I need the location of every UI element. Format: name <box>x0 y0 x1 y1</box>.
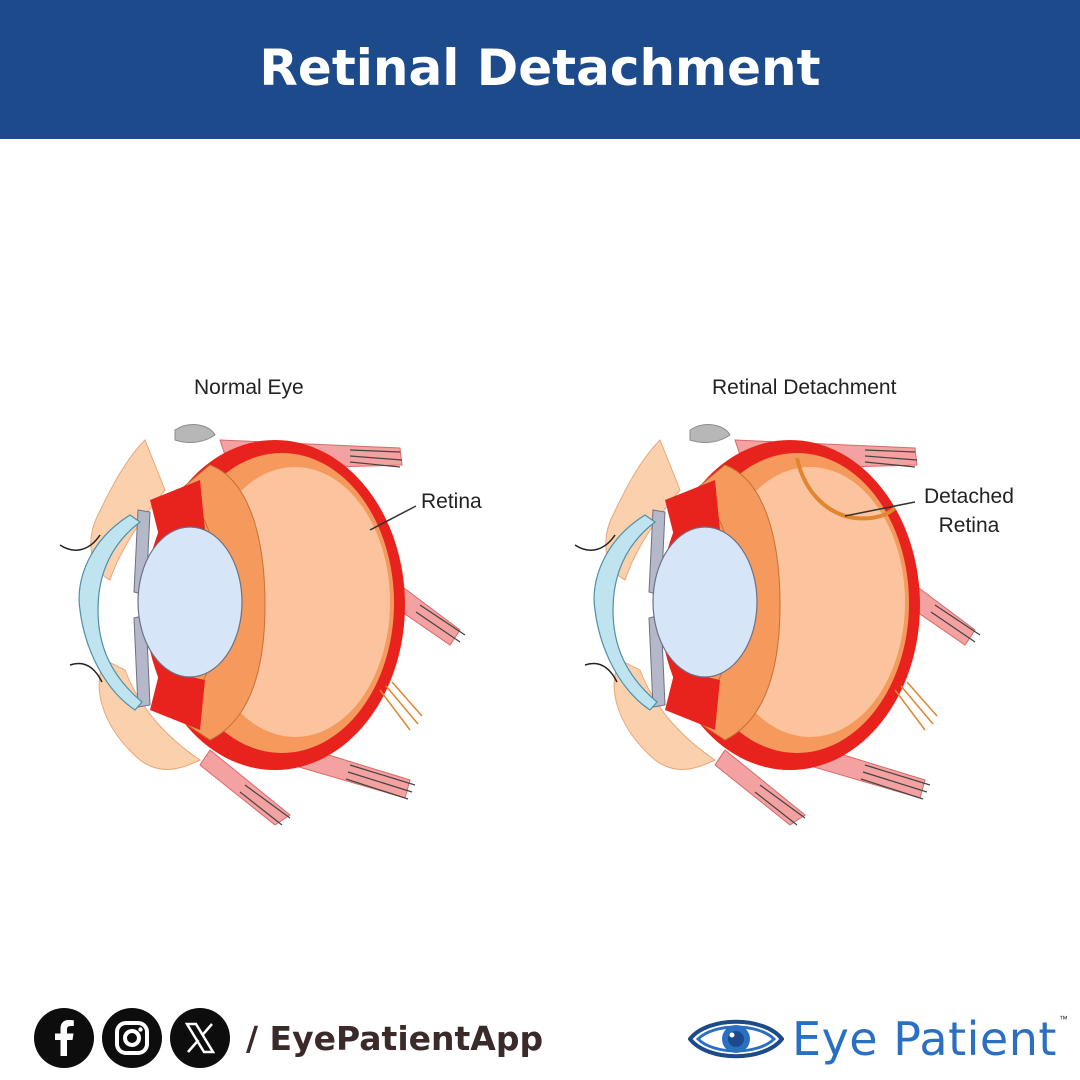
normal-eye-illustration <box>59 424 466 826</box>
x-icon[interactable] <box>170 1008 230 1068</box>
detached-retina-label-line2: Retina <box>938 514 1000 537</box>
detached-eye-title: Retinal Detachment <box>712 376 897 399</box>
detached-retina-label-line1: Detached <box>924 485 1014 508</box>
eye-drawing <box>59 424 466 826</box>
facebook-icon[interactable] <box>34 1008 94 1068</box>
retina-label: Retina <box>421 490 482 513</box>
eye-drawing <box>574 424 981 826</box>
brand-logo: Eye Patient ™ <box>688 1008 1068 1070</box>
brand-name: Eye Patient <box>792 1012 1057 1066</box>
instagram-icon[interactable] <box>102 1008 162 1068</box>
page-title: Retinal Detachment <box>259 38 821 97</box>
normal-eye-title: Normal Eye <box>194 376 304 399</box>
eye-logo-icon <box>688 1019 784 1059</box>
header-banner: Retinal Detachment <box>0 0 1080 139</box>
detached-retina-label: Detached Retina <box>924 482 1014 540</box>
social-links: / EyePatientApp <box>34 1008 543 1068</box>
detached-eye-illustration <box>574 424 981 826</box>
trademark-symbol: ™ <box>1058 1014 1068 1024</box>
social-handle[interactable]: / EyePatientApp <box>246 1018 544 1058</box>
